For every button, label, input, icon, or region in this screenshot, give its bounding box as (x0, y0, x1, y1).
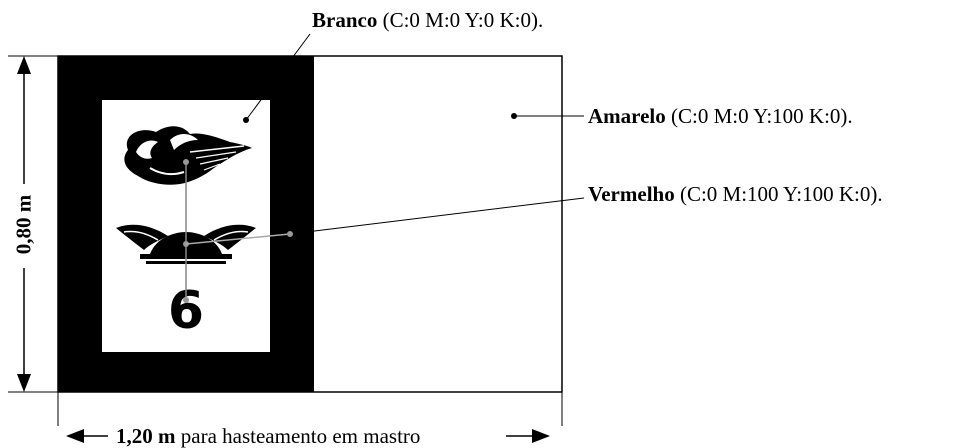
label-branco: Branco (C:0 M:0 Y:0 K:0). (312, 10, 543, 31)
leader-amarelo-dot (511, 113, 517, 119)
label-vermelho-spec: (C:0 M:100 Y:100 K:0). (679, 182, 883, 206)
leader-branco (245, 33, 311, 121)
height-dimension (8, 55, 58, 393)
label-vermelho: Vermelho (C:0 M:100 Y:100 K:0). (588, 184, 883, 205)
plume-icon (124, 126, 252, 185)
width-dimension (57, 392, 563, 443)
width-label-note: para hasteamento em mastro (180, 424, 421, 448)
leader-vermelho (289, 197, 585, 235)
leader-vermelho-dot (287, 231, 293, 237)
guide-point-top (183, 159, 189, 165)
guide-point-bottom (183, 297, 189, 303)
label-amarelo-spec: (C:0 M:0 Y:100 K:0). (671, 104, 853, 128)
label-amarelo: Amarelo (C:0 M:0 Y:100 K:0). (588, 106, 853, 127)
label-amarelo-name: Amarelo (588, 104, 666, 128)
label-branco-name: Branco (312, 8, 378, 32)
leader-vermelho-inner (185, 233, 291, 245)
width-label: 1,20 m para hasteamento em mastro (116, 426, 420, 447)
leader-branco-dot (243, 117, 249, 123)
label-branco-spec: (C:0 M:0 Y:0 K:0). (382, 8, 544, 32)
label-vermelho-name: Vermelho (588, 182, 675, 206)
width-label-value: 1,20 m (116, 424, 176, 448)
height-label: 0,80 m (11, 194, 36, 255)
